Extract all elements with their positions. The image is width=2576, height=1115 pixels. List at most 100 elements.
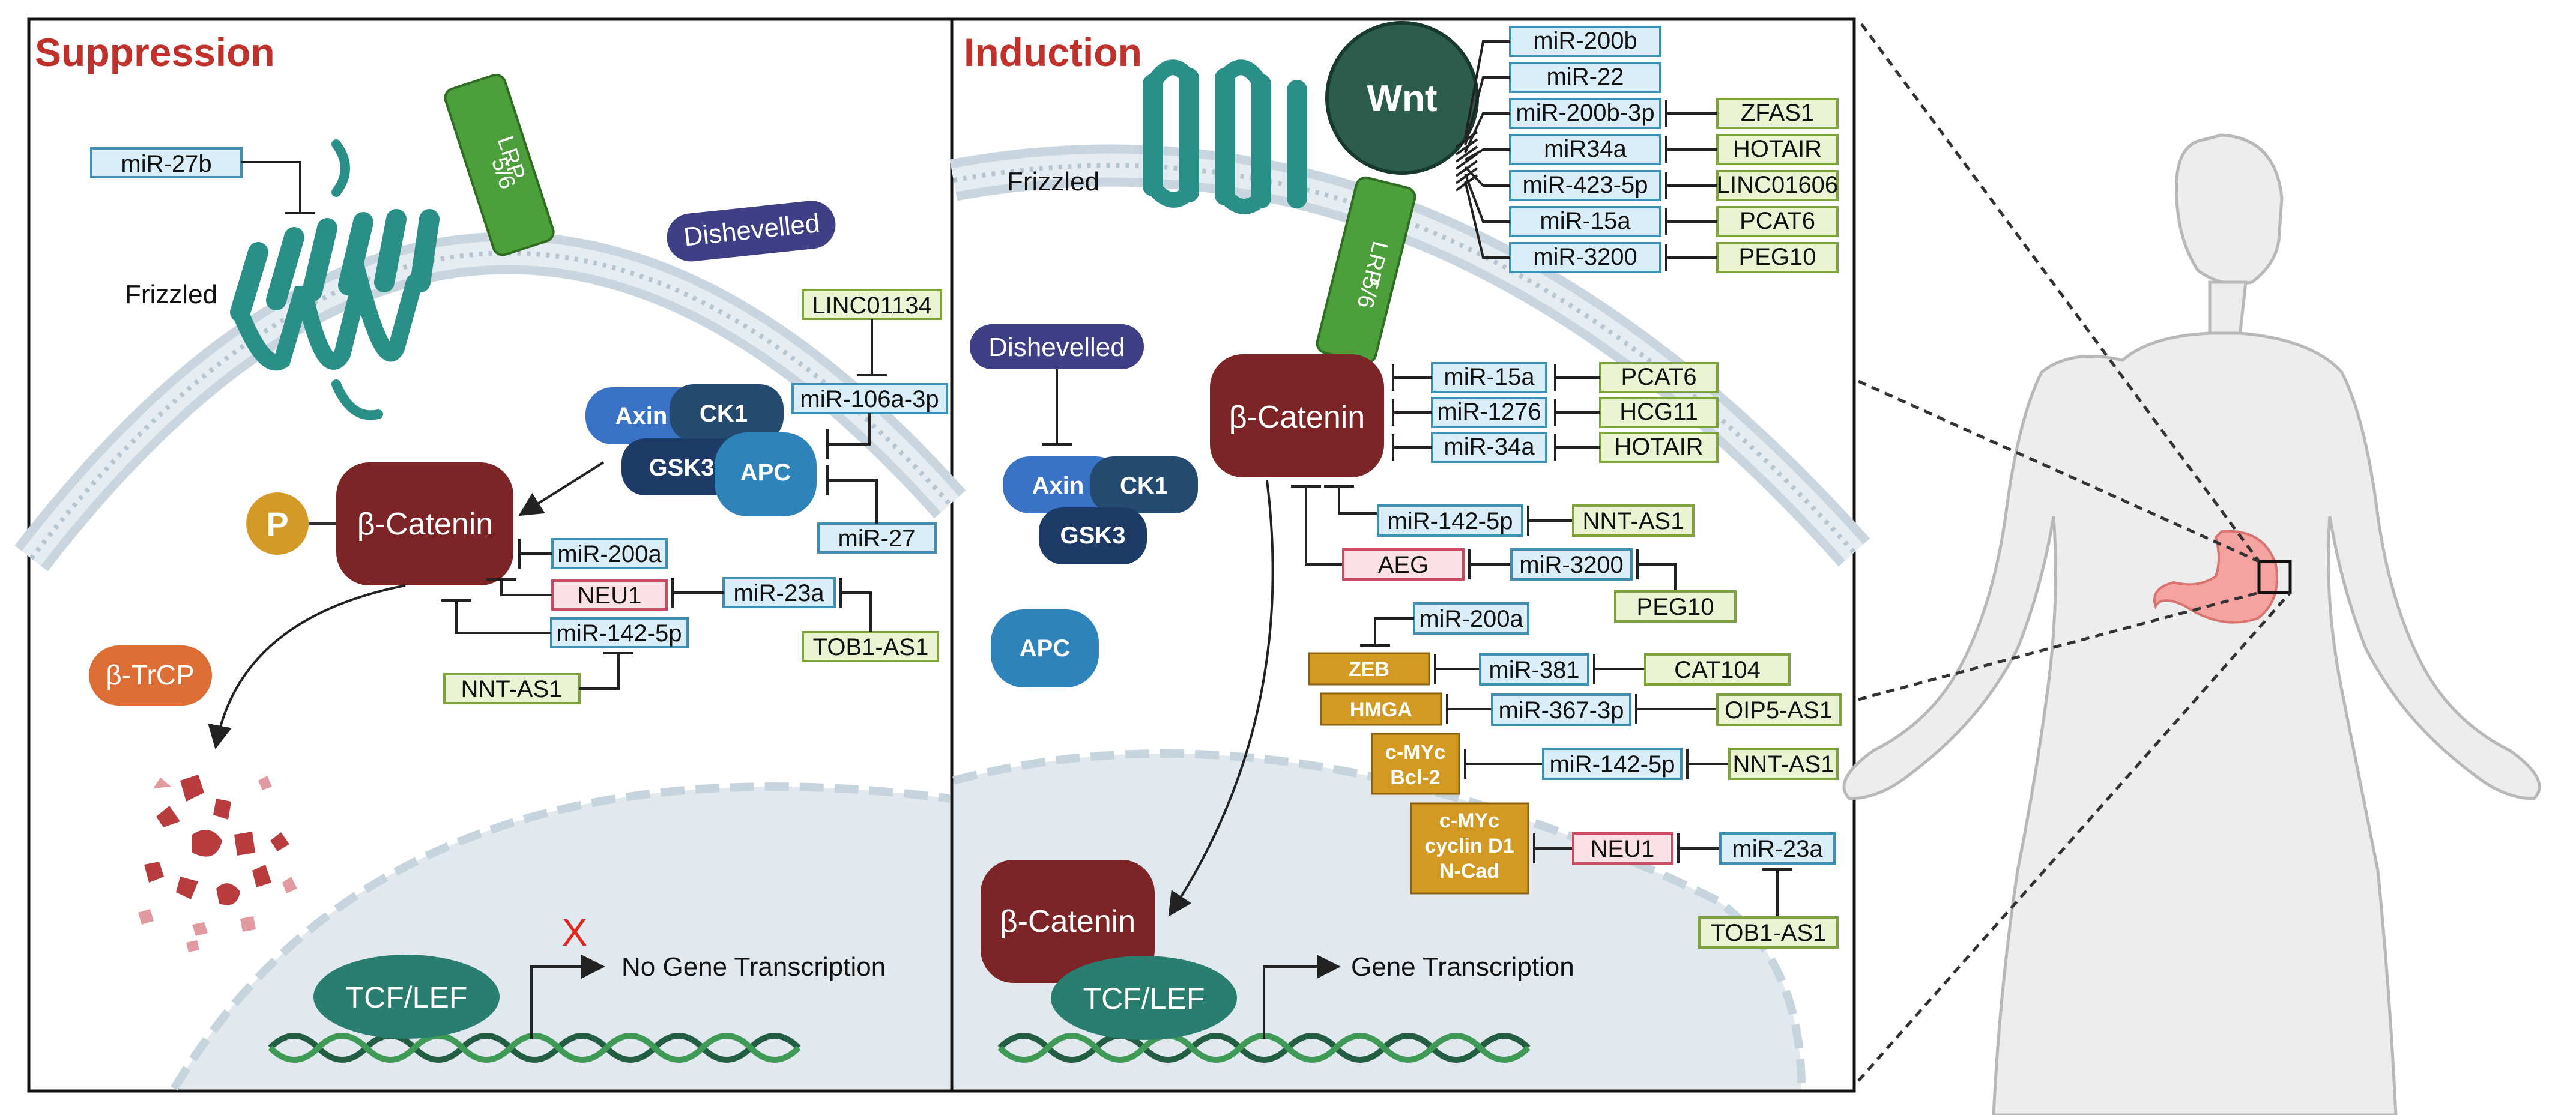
- suppression-nuclear-envelope: [170, 782, 951, 1091]
- svg-text:miR-367-3p: miR-367-3p: [1499, 697, 1624, 724]
- cat104-box: [1644, 653, 1791, 686]
- wnt-mir-box-0: [1509, 26, 1661, 57]
- svg-text:TCF/LEF: TCF/LEF: [1083, 982, 1205, 1015]
- svg-text:Axin: Axin: [615, 403, 668, 429]
- svg-text:HMGA: HMGA: [1350, 698, 1412, 721]
- wnt-lnc-box-1-label: HOTAIR: [1733, 136, 1822, 162]
- gsk3-node: [621, 438, 745, 495]
- suppression-lrp56: LRP 5/6: [444, 73, 555, 256]
- ck1-node: [670, 384, 784, 441]
- induction-panel: Induction Frizzled LRP 5/6 Wnt miR-200bm…: [949, 21, 1870, 1089]
- wnt-mir-box-6-label: miR-3200: [1533, 244, 1637, 270]
- suppression-beta-catenin: [336, 462, 513, 585]
- induction-frizzled-label: Frizzled: [1007, 167, 1099, 196]
- catenin-lnc-box-2: [1599, 432, 1719, 463]
- svg-text:miR-23a: miR-23a: [733, 580, 824, 606]
- hmga-box: [1320, 692, 1442, 726]
- oip5-box: [1716, 693, 1842, 726]
- induction-title: Induction: [964, 30, 1142, 74]
- suppression-destruction-complex: Axin CK1 GSK3 APC: [585, 384, 817, 516]
- mir367-box: [1491, 693, 1631, 726]
- induction-frizzled-receptor: [1143, 59, 1307, 214]
- suppression-frizzled-receptor: [230, 139, 440, 420]
- mir381-box: [1479, 653, 1589, 686]
- svg-text:β-Catenin: β-Catenin: [357, 507, 493, 542]
- svg-text:c-MYc: c-MYc: [1439, 809, 1499, 832]
- svg-text:LINC01134: LINC01134: [812, 292, 931, 319]
- linc01134-box: [802, 289, 942, 320]
- wnt-lnc-box-2-label: LINC01606: [1717, 172, 1838, 198]
- suppression-mir142-box: [550, 617, 689, 648]
- suppression-tcflef: [313, 955, 500, 1039]
- svg-text:AEG: AEG: [1378, 552, 1429, 578]
- wnt-mir-box-4: [1509, 170, 1661, 201]
- induction-gsk3-node: [1039, 507, 1147, 564]
- svg-text:miR-27: miR-27: [838, 525, 916, 552]
- svg-text:NNT-AS1: NNT-AS1: [461, 676, 563, 703]
- svg-text:miR-200a: miR-200a: [1419, 606, 1523, 632]
- catenin-mir-box-0-label: miR-15a: [1444, 364, 1535, 390]
- induction-neu1-box: [1572, 832, 1673, 865]
- svg-text:N-Cad: N-Cad: [1439, 860, 1499, 883]
- induction-nntas1-box-a: [1572, 504, 1695, 537]
- zoom-guide-lines: [1857, 23, 2291, 1082]
- svg-text:APC: APC: [740, 459, 791, 486]
- svg-text:miR-200a: miR-200a: [557, 541, 662, 567]
- svg-text:CAT104: CAT104: [1674, 657, 1761, 683]
- gene-transcription-label: Gene Transcription: [1351, 952, 1574, 982]
- wnt-mirna-list: miR-200bmiR-22miR-200b-3pmiR34amiR-423-5…: [1455, 26, 1661, 273]
- svg-text:Dishevelled: Dishevelled: [988, 333, 1125, 362]
- suppression-transcription-arrow: [530, 955, 605, 1039]
- catenin-mir-box-2-label: miR-34a: [1444, 434, 1535, 460]
- zoom-region-marker: [2257, 560, 2292, 594]
- induction-ck1-node: [1090, 456, 1198, 513]
- svg-text:NNT-AS1: NNT-AS1: [1583, 508, 1684, 534]
- aeg-box: [1342, 548, 1465, 581]
- wnt-mir-box-2-label: miR-200b-3p: [1516, 100, 1654, 126]
- wnt-mir-box-5-label: miR-15a: [1540, 208, 1631, 234]
- wnt-mir-box-3-label: miR34a: [1544, 136, 1627, 162]
- phospho-group: [246, 492, 309, 555]
- svg-text:PEG10: PEG10: [1637, 594, 1714, 620]
- cmyc-cyclind1-ncad-box: [1410, 802, 1529, 895]
- svg-text:miR-106a-3p: miR-106a-3p: [800, 386, 939, 412]
- wnt-lnc-box-0: [1716, 98, 1839, 129]
- svg-text:NEU1: NEU1: [1591, 836, 1655, 862]
- catenin-mir-box-1-label: miR-1276: [1437, 399, 1541, 425]
- svg-text:β-Catenin: β-Catenin: [1229, 400, 1365, 435]
- suppression-tob1-box: [802, 631, 939, 662]
- suppression-neu1-box: [551, 579, 668, 611]
- wnt-mir-box-6: [1509, 242, 1661, 273]
- suppression-dishevelled: Dishevelled: [667, 201, 836, 262]
- induction-peg10-box: [1614, 590, 1737, 623]
- catenin-mir-box-0: [1431, 362, 1547, 393]
- wnt-mir-box-2: [1509, 98, 1661, 129]
- svg-text:miR-3200: miR-3200: [1519, 552, 1623, 578]
- suppression-title: Suppression: [35, 30, 275, 74]
- catenin-lnc-box-1: [1599, 397, 1719, 428]
- mir106a-box: [791, 383, 948, 414]
- suppression-dna: [268, 1033, 801, 1063]
- svg-text:NEU1: NEU1: [578, 582, 642, 609]
- svg-text:miR-142-5p: miR-142-5p: [557, 620, 682, 647]
- svg-text:ZEB: ZEB: [1349, 658, 1389, 681]
- svg-text:Axin: Axin: [1032, 473, 1084, 499]
- wnt-lnc-box-4: [1716, 242, 1839, 273]
- wnt-lnc-box-0-label: ZFAS1: [1741, 100, 1814, 126]
- apc-node: [715, 432, 817, 516]
- stomach-illustration: [2153, 530, 2278, 624]
- catenin-lnc-box-1-label: HCG11: [1619, 399, 1698, 425]
- svg-text:β-TrCP: β-TrCP: [106, 659, 194, 690]
- svg-text:cyclin D1: cyclin D1: [1424, 835, 1514, 857]
- mir27b-box: [90, 147, 243, 178]
- svg-text:c-MYc: c-MYc: [1385, 741, 1445, 764]
- svg-text:miR-142-5p: miR-142-5p: [1550, 751, 1675, 778]
- induction-nntas1-box-b: [1728, 748, 1839, 780]
- svg-text:OIP5-AS1: OIP5-AS1: [1725, 697, 1833, 724]
- wnt-mir-box-3: [1509, 134, 1661, 165]
- svg-text:miR-23a: miR-23a: [1732, 836, 1823, 862]
- svg-text:NNT-AS1: NNT-AS1: [1733, 751, 1834, 778]
